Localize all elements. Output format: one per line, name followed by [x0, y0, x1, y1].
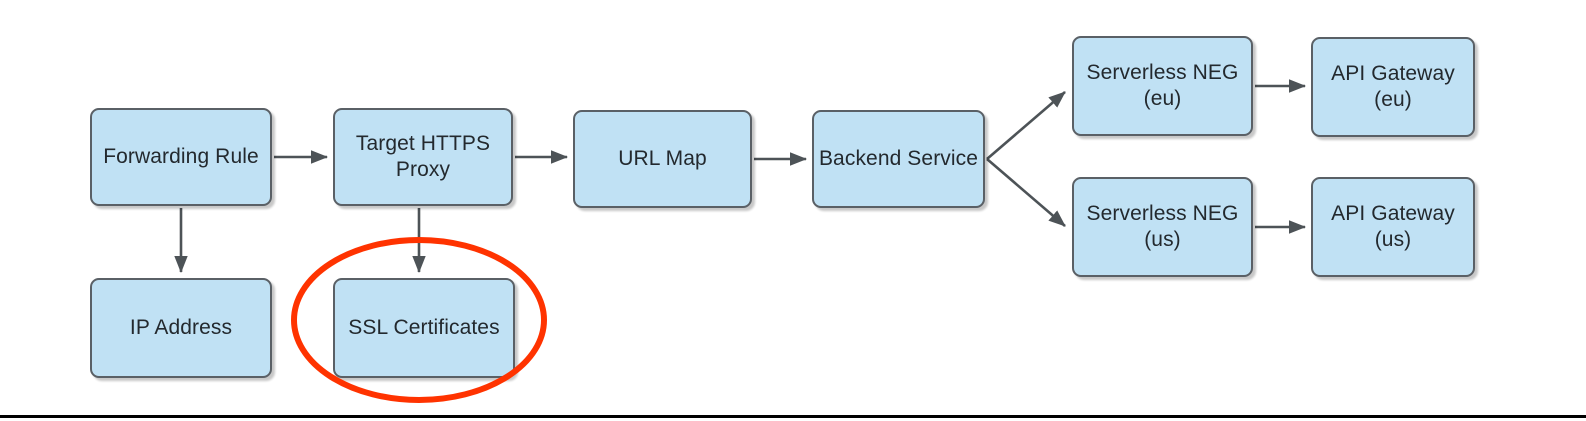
node-label-forwarding-rule: Forwarding Rule: [103, 145, 259, 169]
node-api-gateway-eu[interactable]: API Gateway (eu): [1311, 37, 1475, 137]
node-api-gateway-us[interactable]: API Gateway (us): [1311, 177, 1475, 277]
node-label-api-gateway-eu: API Gateway (eu): [1331, 62, 1455, 111]
edge-backend-service-to-neg-eu: [986, 91, 1066, 160]
edge-backend-service-to-neg-us: [986, 158, 1066, 227]
node-label-backend-service: Backend Service: [818, 147, 979, 171]
node-label-api-gateway-us: API Gateway (us): [1331, 202, 1455, 251]
node-target-https-proxy[interactable]: Target HTTPS Proxy: [333, 108, 513, 206]
node-forwarding-rule[interactable]: Forwarding Rule: [90, 108, 272, 206]
node-ip-address[interactable]: IP Address: [90, 278, 272, 378]
node-url-map[interactable]: URL Map: [573, 110, 752, 208]
node-label-ssl-certificates: SSL Certificates: [348, 316, 500, 340]
node-label-url-map: URL Map: [618, 147, 707, 171]
node-label-ip-address: IP Address: [129, 316, 233, 340]
node-serverless-neg-eu[interactable]: Serverless NEG (eu): [1072, 36, 1253, 136]
viewport-bottom-rule: [0, 415, 1586, 418]
node-serverless-neg-us[interactable]: Serverless NEG (us): [1072, 177, 1253, 277]
node-label-serverless-neg-eu: Serverless NEG (eu): [1086, 61, 1239, 110]
node-backend-service[interactable]: Backend Service: [812, 110, 985, 208]
node-ssl-certificates[interactable]: SSL Certificates: [333, 278, 515, 378]
node-label-target-https-proxy: Target HTTPS Proxy: [355, 132, 491, 181]
node-label-serverless-neg-us: Serverless NEG (us): [1086, 202, 1239, 251]
